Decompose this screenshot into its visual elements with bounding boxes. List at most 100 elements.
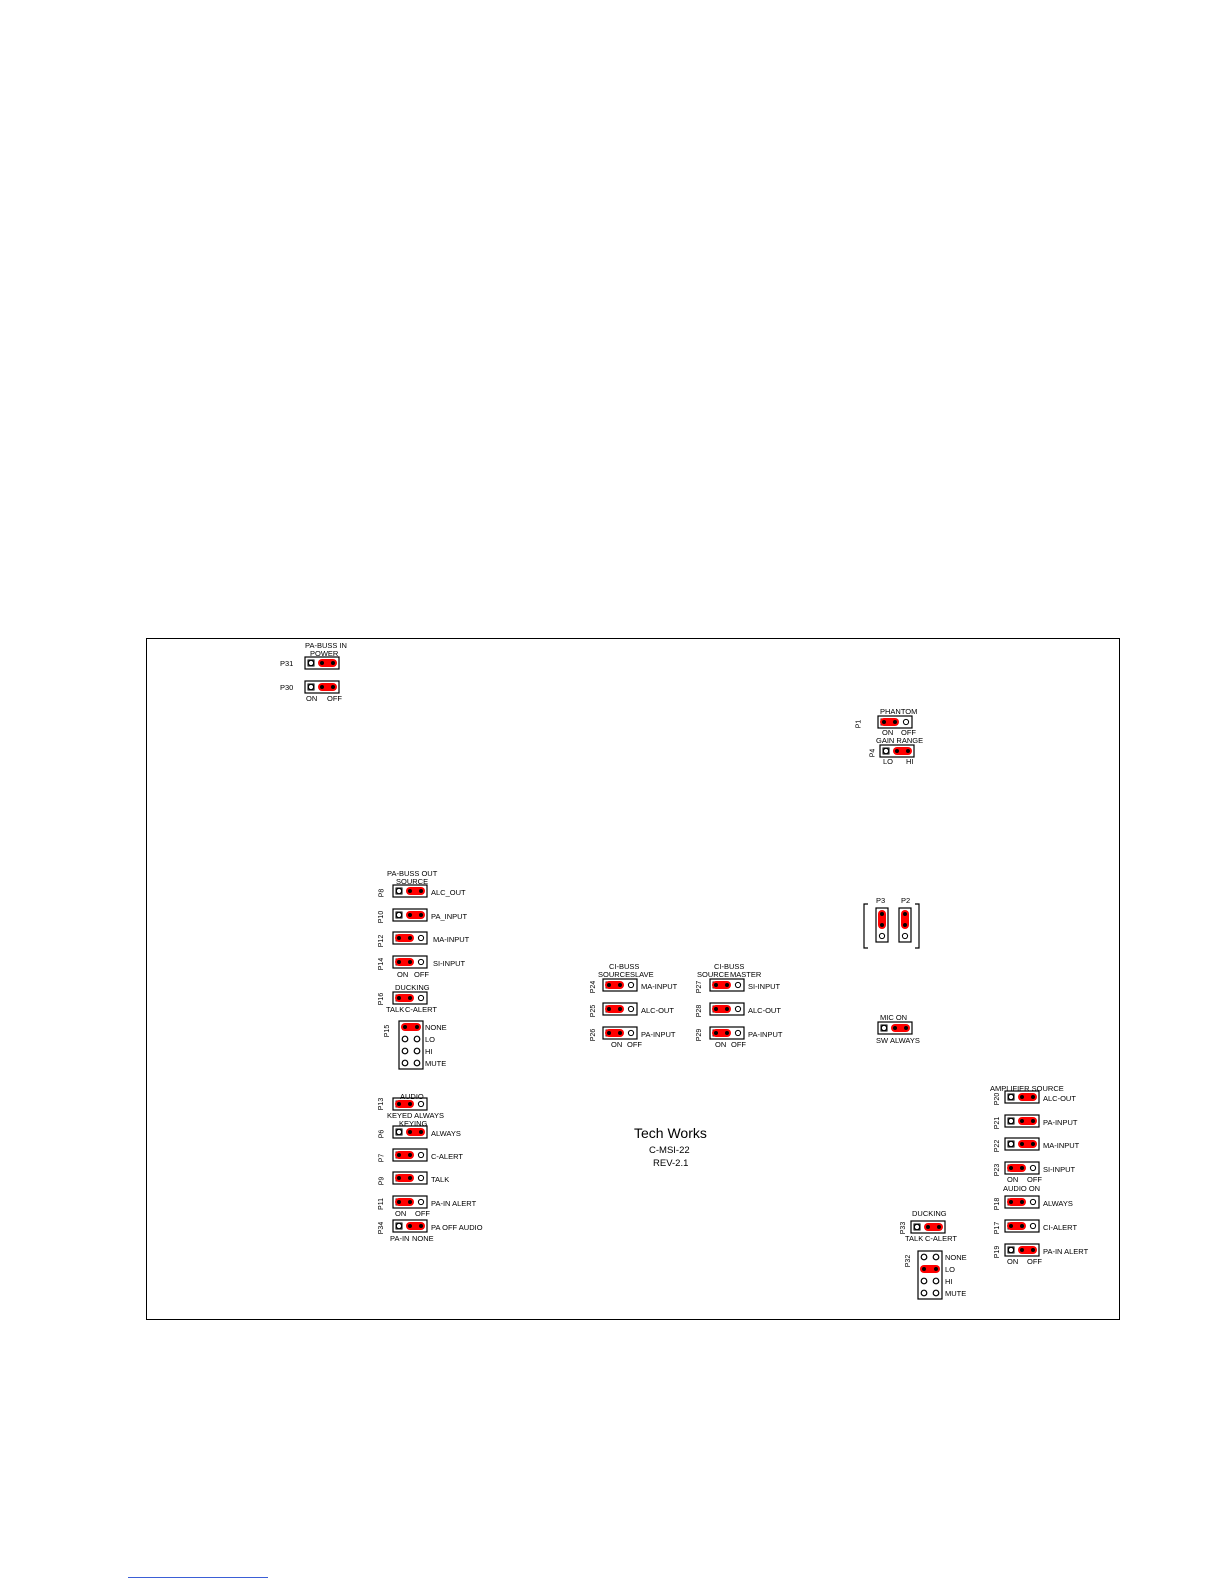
jumper-p23-shunt: [1007, 1164, 1026, 1172]
circuit-board-outline: [146, 638, 1120, 1320]
phantom-off-label: OFF: [901, 728, 916, 737]
jumper-p22-header: [1004, 1137, 1040, 1151]
jumper-p32-shunt: [920, 1265, 940, 1273]
ducking-left-opt-none: NONE: [425, 1023, 447, 1032]
jumper-p8-header: [392, 884, 428, 898]
jumper-p15-header: [398, 1020, 424, 1070]
pa-buss-in-heading: PA-BUSS IN: [305, 641, 347, 650]
jumper-p28-header: [709, 1002, 745, 1016]
p19-on-label: ON: [1007, 1257, 1019, 1266]
jumper-p16-shunt: [395, 994, 414, 1002]
jumper-p25-header: [602, 1002, 638, 1016]
jumper-mic-on-shunt-pin1: [893, 1026, 897, 1030]
jumper-p33-pin1-pad: [913, 1223, 921, 1231]
jumper-p4-pin1-pad: [882, 747, 890, 755]
ref-p31: P31: [280, 659, 294, 668]
ref-p14: P14: [378, 957, 386, 971]
jumper-p2-pin3-pad: [901, 932, 909, 940]
p21-label: PA-INPUT: [1043, 1118, 1078, 1127]
p24-label: MA-INPUT: [641, 982, 678, 991]
jumper-p34-header: [392, 1219, 428, 1233]
jumper-p28-shunt-pin1: [714, 1007, 718, 1011]
jumper-p24-shunt-pin1: [607, 983, 611, 987]
ci-buss-slave-heading: CI-BUSS: [609, 962, 640, 971]
jumper-p25-shunt-pin2: [618, 1007, 622, 1011]
p29-off-label: OFF: [731, 1040, 746, 1049]
ci-buss-master-source: SOURCE: [697, 970, 730, 979]
jumper-mic-on-shunt-pin2: [904, 1026, 908, 1030]
jumper-p11-shunt-pin2: [408, 1200, 412, 1204]
jumper-p34-shunt: [406, 1222, 425, 1230]
jumper-p34-shunt-pin2: [419, 1224, 423, 1228]
jumper-p23-pin3-pad: [1029, 1164, 1037, 1172]
p34-pain-label: PA-IN: [390, 1234, 410, 1243]
ref-p13: P13: [378, 1097, 386, 1111]
ref-p26: P26: [590, 1028, 598, 1042]
jumper-p20-pin1-pad: [1007, 1093, 1015, 1101]
jumper-p8-shunt: [406, 887, 425, 895]
p9-label: TALK: [431, 1175, 450, 1184]
phantom-heading: PHANTOM: [880, 707, 918, 716]
jumper-mic-on-pin1-pad: [880, 1024, 888, 1032]
jumper-p14-shunt: [395, 958, 414, 966]
p11-on-label: ON: [395, 1209, 407, 1218]
jumper-p31-shunt: [318, 659, 337, 667]
jumper-p32-pad-r0c1: [932, 1253, 940, 1261]
p12-label: MA-INPUT: [433, 935, 470, 944]
jumper-p15-pad-r2c0: [401, 1047, 409, 1055]
jumper-p3-shunt-pin2: [880, 923, 884, 927]
ref-p1: P1: [855, 719, 863, 729]
jumper-p6-header: [392, 1125, 428, 1139]
jumper-p32-shunt-pin1: [934, 1267, 938, 1271]
p10-label: PA_INPUT: [431, 912, 468, 921]
p19-off-label: OFF: [1027, 1257, 1042, 1266]
jumper-p1-pin3-pad: [902, 718, 910, 726]
jumper-p28-shunt: [712, 1005, 731, 1013]
jumper-p11-pin3-pad: [417, 1198, 425, 1206]
p26-off-label: OFF: [627, 1040, 642, 1049]
jumper-p15-shunt-pin0: [403, 1025, 407, 1029]
ducking-left-opt-mute: MUTE: [425, 1059, 447, 1068]
jumper-p8-pin1-pad: [395, 887, 403, 895]
jumper-p10-shunt: [406, 911, 425, 919]
p30-off-label: OFF: [327, 694, 342, 703]
board-model: C-MSI-22: [649, 1145, 690, 1156]
jumper-p18-shunt: [1007, 1198, 1026, 1206]
jumper-p12-shunt: [395, 934, 414, 942]
jumper-p34-pin1-pad: [395, 1222, 403, 1230]
jumper-p27-shunt: [712, 981, 731, 989]
jumper-p4-shunt: [893, 747, 912, 755]
jumper-p23-header: [1004, 1161, 1040, 1175]
jumper-p21-shunt: [1018, 1117, 1037, 1125]
ref-p3: P3: [876, 896, 886, 905]
jumper-p3-bracket: [863, 903, 868, 949]
jumper-p19-shunt: [1018, 1246, 1037, 1254]
ci-buss-master-master: MASTER: [730, 970, 762, 979]
jumper-p24-header: [602, 978, 638, 992]
jumper-p26-header: [602, 1026, 638, 1040]
p29-label: PA-INPUT: [748, 1030, 783, 1039]
jumper-p11-header: [392, 1195, 428, 1209]
jumper-p27-shunt-pin2: [725, 983, 729, 987]
p11-label: PA-IN ALERT: [431, 1199, 477, 1208]
p22-label: MA-INPUT: [1043, 1141, 1080, 1150]
jumper-p33-shunt-pin1: [926, 1225, 930, 1229]
jumper-p33-shunt: [924, 1223, 943, 1231]
jumper-p1-shunt: [880, 718, 899, 726]
jumper-p31-header: [304, 656, 340, 670]
jumper-p22-shunt-pin1: [1020, 1142, 1024, 1146]
jumper-p2-bracket: [915, 903, 920, 949]
jumper-p20-header: [1004, 1090, 1040, 1104]
jumper-p7-pin3-pad: [417, 1151, 425, 1159]
jumper-p17-pin3-pad: [1029, 1222, 1037, 1230]
jumper-p12-pin3-pad: [417, 934, 425, 942]
jumper-p3-header: [875, 907, 889, 943]
jumper-p15-pad-r2c1: [413, 1047, 421, 1055]
jumper-p16-header: [392, 991, 428, 1005]
ref-p22: P22: [994, 1139, 1002, 1153]
jumper-p19-header: [1004, 1243, 1040, 1257]
jumper-p21-shunt-pin1: [1020, 1119, 1024, 1123]
jumper-p7-shunt-pin1: [397, 1153, 401, 1157]
jumper-p33-header: [910, 1220, 946, 1234]
mic-on-heading: MIC ON: [880, 1013, 908, 1022]
